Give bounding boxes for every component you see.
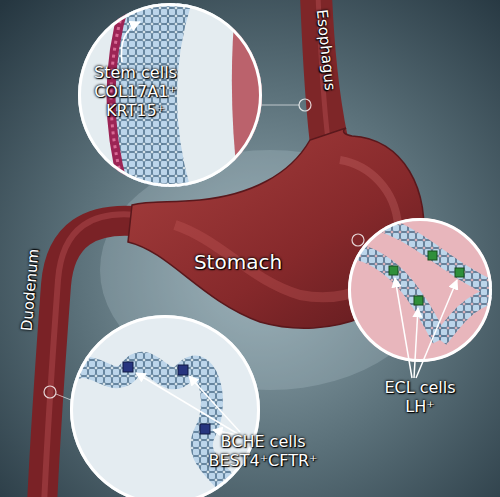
zoom-marker [352, 234, 364, 246]
inset-circle: ECL cellsLH⁺ [348, 218, 492, 418]
villus-epithelium [60, 363, 245, 497]
pointer-arrow [414, 308, 418, 378]
marker-genes: BEST4⁺CFTR⁺ [208, 451, 317, 470]
cell-type-name: ECL cells [384, 378, 455, 397]
text-group: BCHE cellsBEST4⁺CFTR⁺ [188, 432, 338, 470]
zoom-marker [299, 99, 311, 111]
marker-genes: LH⁺ [405, 397, 434, 416]
ecl-cell [414, 296, 423, 305]
text-group: ECL cellsLH⁺ [340, 378, 500, 416]
bche-cell [200, 424, 210, 434]
stomach-highlight [340, 160, 398, 225]
pointer-arrow [189, 376, 240, 432]
pointer-arrow [416, 280, 457, 378]
submucosa-tissue [232, 0, 270, 200]
esophagus-tube [300, 0, 348, 145]
marker-genes: COL17A1⁺ KRT15⁺ [78, 82, 193, 120]
pointer-arrow [121, 22, 140, 62]
zoom-marker [44, 386, 56, 398]
zoom-line [56, 394, 71, 400]
ecl-cell [389, 266, 398, 275]
pointer-arrow [136, 373, 238, 434]
organ-label: Stomach [194, 250, 282, 274]
pointer-arrow [395, 278, 412, 378]
gland-wall [385, 225, 495, 290]
text-group: Stem cellsCOL17A1⁺ KRT15⁺ [78, 63, 193, 120]
ecl-cell [455, 268, 464, 277]
bche-cell [178, 365, 188, 375]
gland-wall [350, 250, 440, 340]
bche-cell [123, 362, 133, 372]
ecl-cell [428, 251, 437, 260]
inset-circle: Stem cellsCOL17A1⁺ KRT15⁺ [78, 3, 262, 187]
inset-border [350, 220, 491, 361]
inset-circle: BCHE cellsBEST4⁺CFTR⁺ [70, 315, 260, 497]
cell-type-name: BCHE cells [221, 432, 306, 451]
cell-type-name: Stem cells [94, 63, 177, 82]
zoom-line [261, 105, 299, 106]
